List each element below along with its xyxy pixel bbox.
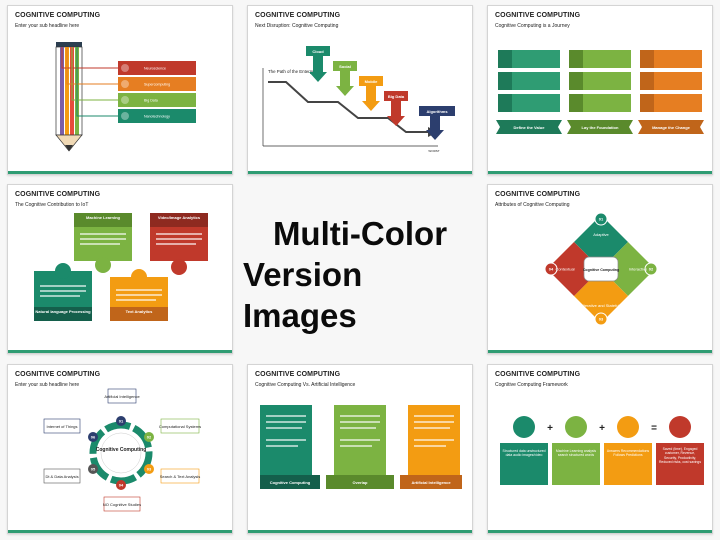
slide-subtitle: Cognitive Computing is a Journey [495,23,570,29]
hub-label: Cognitive Computing [583,268,619,272]
label-cognitive-computing: Cognitive Computing [270,480,311,485]
slide-title: COGNITIVE COMPUTING [15,371,101,378]
framework-item-3: Answers Recommendations Follows Predicti… [606,449,650,458]
item-nanotechnology: Nanotechnology [144,115,170,119]
item-neuroscience: Neuroscience [144,67,166,71]
slide-4-iot[interactable]: COGNITIVE COMPUTING The Cognitive Contri… [7,184,233,354]
slide-title: COGNITIVE COMPUTING [255,12,341,19]
step-social: Social [339,64,351,69]
step-algorithms: Algorithms [426,109,448,114]
slide-1-pencil[interactable]: COGNITIVE COMPUTING Enter your sub headl… [7,5,233,175]
number-02: 02 [649,267,654,272]
block-video-image: Video/Image Analytics [158,215,201,220]
cycle-diagram: Cognitive Computing Artificial Intellige… [43,388,201,512]
slide-title: COGNITIVE COMPUTING [255,371,341,378]
node-iot: Internet of Things [46,424,77,429]
attr-adaptive: Adaptive [593,232,609,237]
slide-subtitle: Enter your sub headline here [15,23,80,29]
slide-5-attributes[interactable]: COGNITIVE COMPUTING Attributes of Cognit… [487,184,713,354]
journey-diagram: Define the Value Lay the Foundation Mana… [496,50,704,134]
attr-contextual: Contextual [555,267,574,272]
column-define-value: Define the Value [514,125,546,130]
slide-subtitle: The Cognitive Contribution to IoT [15,202,89,208]
operator-equals: = [651,423,657,434]
item-supercomputing: Supercomputing [144,83,170,87]
number-05: 05 [91,467,96,472]
slide-subtitle: Cognitive Computing Vs. Artificial Intel… [255,382,356,388]
hub-label: Cognitive Computing [96,447,147,453]
pencil-diagram: Neuroscience Supercomputing Big Data Nan… [55,42,196,152]
attributes-diagram: 01 Adaptive 02 Interactive 03 Iterative … [544,212,658,326]
step-big-data: Big Data [388,94,405,99]
column-manage-change: Manage the Change [652,125,691,130]
number-04: 04 [549,267,554,272]
number-06: 06 [91,435,96,440]
slide-subtitle: Attributes of Cognitive Computing [495,202,570,208]
step-mobile: Mobile [365,79,378,84]
item-big-data: Big Data [144,99,158,103]
slide-title: COGNITIVE COMPUTING [495,12,581,19]
number-01: 01 [599,217,604,222]
center-heading: Multi-Color Version Images [243,215,477,334]
number-04: 04 [119,483,124,488]
node-cognitive-studies: NO Cognitive Studies [103,502,141,507]
number-03: 03 [599,317,604,322]
attr-iterative: Iterative and Stateful [583,303,620,308]
node-search: Search & Text Analysis [160,474,201,479]
slide-title: COGNITIVE COMPUTING [15,191,101,198]
attr-interactive: Interactive [629,267,648,272]
heading-line-1: Multi-Color [272,214,448,252]
number-02: 02 [147,435,152,440]
operator-plus-1: + [547,423,553,434]
path-label: The Path of the Enterprise [268,69,320,74]
slide-subtitle: Enter your sub headline here [15,382,80,388]
slide-2-path[interactable]: COGNITIVE COMPUTING Next Disruption: Cog… [247,5,473,175]
operator-plus-2: + [599,423,605,434]
path-diagram: The Path of the Enterprise Cloud Social … [262,46,455,153]
block-machine-learning: Machine Learning [86,215,121,220]
framework-item-4: Saved (time), Engaged customer, Revenue,… [658,447,702,465]
node-computational: Computational Systems [159,424,201,429]
label-overlap: Overlap [353,480,368,485]
block-nlp: Natural language Processing [35,309,91,314]
slide-7-comparison[interactable]: COGNITIVE COMPUTING Cognitive Computing … [247,364,473,534]
axis-label: WORST [428,149,439,153]
node-ai: Artificial Intelligence [104,394,140,399]
slide-subtitle: Cognitive Computing Framework [495,382,568,388]
slide-3-journey[interactable]: COGNITIVE COMPUTING Cognitive Computing … [487,5,713,175]
heading-line-2: Version Images [243,255,363,334]
step-cloud: Cloud [312,49,324,54]
number-03: 03 [147,467,152,472]
framework-item-2: Machine Learning analysis search structu… [555,449,597,458]
framework-item-1: Structured data unstructured data audio … [502,449,546,458]
column-lay-foundation: Lay the Foundation [582,125,619,130]
node-data-analysis: Dt & Data Analysis [45,474,78,479]
slide-title: COGNITIVE COMPUTING [495,371,581,378]
slide-8-framework[interactable]: COGNITIVE COMPUTING Cognitive Computing … [487,364,713,534]
slide-6-cycle[interactable]: COGNITIVE COMPUTING Enter your sub headl… [7,364,233,534]
label-ai: Artificial Intelligence [411,480,451,485]
number-01: 01 [119,419,124,424]
iot-diagram: Machine Learning Video/Image Analytics N… [34,213,208,321]
slide-subtitle: Next Disruption: Cognitive Computing [255,23,339,29]
framework-diagram: + + = [500,416,704,485]
slide-title: COGNITIVE COMPUTING [495,191,581,198]
comparison-diagram: Cognitive Computing Overlap Artificial I… [260,405,462,489]
block-text-analytics: Text Analytics [126,309,153,314]
slide-title: COGNITIVE COMPUTING [15,12,101,19]
